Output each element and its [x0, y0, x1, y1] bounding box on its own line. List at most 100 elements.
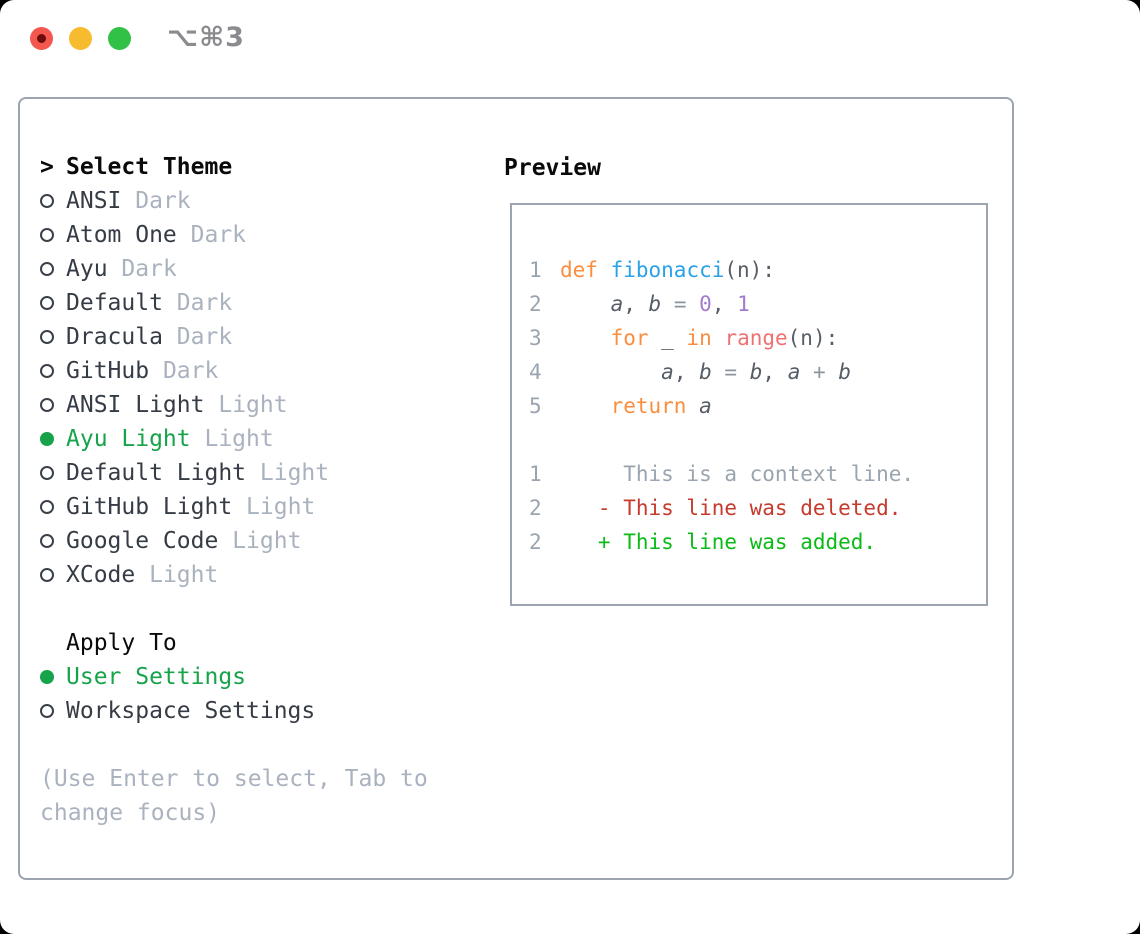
- code-segment: range: [724, 326, 788, 350]
- section-spacer: [40, 592, 472, 626]
- theme-label: Atom One Dark: [66, 222, 246, 248]
- code-segment: ,: [673, 360, 700, 384]
- code-segment: b: [648, 292, 662, 316]
- theme-item-ayu-light[interactable]: Ayu Light Light: [40, 422, 472, 456]
- theme-label: GitHub Dark: [66, 358, 218, 384]
- code-segment: return: [610, 394, 687, 418]
- theme-item-github-light[interactable]: GitHub Light Light: [40, 490, 472, 524]
- preview-title: Preview: [504, 155, 601, 181]
- preview-line: 4 a, b = b, a + b: [529, 355, 986, 389]
- line-number: 2: [529, 292, 542, 316]
- radio-icon: [40, 568, 54, 582]
- theme-name: ANSI: [66, 188, 122, 214]
- code-segment: a: [661, 360, 674, 384]
- code-segment: =: [673, 292, 687, 316]
- code-segment: for: [610, 326, 649, 350]
- theme-item-default[interactable]: Default Dark: [40, 286, 472, 320]
- apply-to-title: Apply To: [66, 630, 177, 656]
- theme-label: Google Code Light: [66, 528, 301, 554]
- theme-item-google-code[interactable]: Google Code Light: [40, 524, 472, 558]
- code-segment: a: [699, 394, 712, 418]
- code-segment: (n):: [724, 258, 775, 282]
- minimize-button[interactable]: [69, 27, 92, 50]
- section-spacer: [40, 728, 472, 762]
- apply-option-user-settings[interactable]: User Settings: [40, 660, 472, 694]
- theme-item-atom-one[interactable]: Atom One Dark: [40, 218, 472, 252]
- theme-variant: Light: [204, 426, 274, 452]
- theme-label: GitHub Light Light: [66, 494, 315, 520]
- line-number: 5: [529, 394, 542, 418]
- theme-label: Ayu Light Light: [66, 426, 274, 452]
- code-segment: This is a context line.: [560, 462, 915, 486]
- code-segment: [712, 360, 725, 384]
- apply-to-header: Apply To: [40, 626, 472, 660]
- code-segment: [674, 326, 687, 350]
- radio-icon: [40, 398, 54, 412]
- line-number: 4: [529, 360, 542, 384]
- theme-item-ansi[interactable]: ANSI Dark: [40, 184, 472, 218]
- code-segment: [712, 326, 725, 350]
- code-segment: in: [686, 326, 712, 350]
- traffic-lights: [30, 27, 131, 50]
- theme-name: Ayu Light: [66, 426, 191, 452]
- theme-variant: Light: [259, 460, 330, 486]
- radio-icon: [40, 330, 54, 344]
- code-segment: ,: [623, 292, 649, 316]
- code-segment: [687, 292, 700, 316]
- titlebar: ⌥⌘3: [0, 0, 1140, 76]
- code-segment: 0: [699, 292, 712, 316]
- preview-line: 5 return a: [529, 389, 986, 423]
- theme-item-default-light[interactable]: Default Light Light: [40, 456, 472, 490]
- theme-label: Default Dark: [66, 290, 232, 316]
- radio-icon: [40, 704, 54, 718]
- theme-item-github[interactable]: GitHub Dark: [40, 354, 472, 388]
- code-segment: [800, 360, 813, 384]
- radio-icon: [40, 194, 54, 208]
- theme-variant: Dark: [162, 358, 219, 384]
- code-segment: [598, 258, 611, 282]
- code-segment: def: [560, 258, 598, 282]
- zoom-button[interactable]: [108, 27, 131, 50]
- theme-item-ayu[interactable]: Ayu Dark: [40, 252, 472, 286]
- code-segment: ,: [762, 360, 788, 384]
- theme-name: Default: [66, 290, 163, 316]
- code-segment: =: [724, 360, 738, 384]
- theme-name: XCode: [66, 562, 136, 588]
- theme-variant: Dark: [176, 290, 233, 316]
- radio-icon: [40, 364, 54, 378]
- theme-variant: Light: [246, 494, 316, 520]
- select-theme-title: Select Theme: [66, 154, 233, 180]
- code-segment: b: [699, 360, 712, 384]
- code-segment: a: [787, 360, 801, 384]
- theme-item-xcode[interactable]: XCode Light: [40, 558, 472, 592]
- preview-line: 3 for _ in range(n):: [529, 321, 986, 355]
- code-segment: [560, 292, 611, 316]
- theme-name: Default Light: [66, 460, 247, 486]
- theme-variant: Light: [232, 528, 302, 554]
- apply-option-workspace-settings[interactable]: Workspace Settings: [40, 694, 472, 728]
- theme-variant: Dark: [135, 188, 191, 214]
- radio-icon: [40, 534, 54, 548]
- code-segment: b: [838, 360, 851, 384]
- theme-item-dracula[interactable]: Dracula Dark: [40, 320, 472, 354]
- code-segment: +: [813, 360, 826, 384]
- line-number: 2: [529, 530, 542, 554]
- apply-option-label: User Settings: [66, 664, 247, 690]
- theme-item-ansi-light[interactable]: ANSI Light Light: [40, 388, 472, 422]
- theme-variant: Dark: [176, 324, 233, 350]
- code-segment: [686, 394, 699, 418]
- select-theme-header: > Select Theme: [40, 150, 472, 184]
- code-segment: [826, 360, 839, 384]
- theme-name: GitHub Light: [66, 494, 233, 520]
- theme-name: GitHub: [66, 358, 150, 384]
- code-segment: [649, 326, 662, 350]
- theme-label: ANSI Dark: [66, 188, 191, 214]
- preview-line: 1 This is a context line.: [529, 457, 986, 491]
- preview-line: [529, 423, 986, 457]
- close-button[interactable]: [30, 27, 53, 50]
- code-segment: + This line was added.: [560, 530, 877, 554]
